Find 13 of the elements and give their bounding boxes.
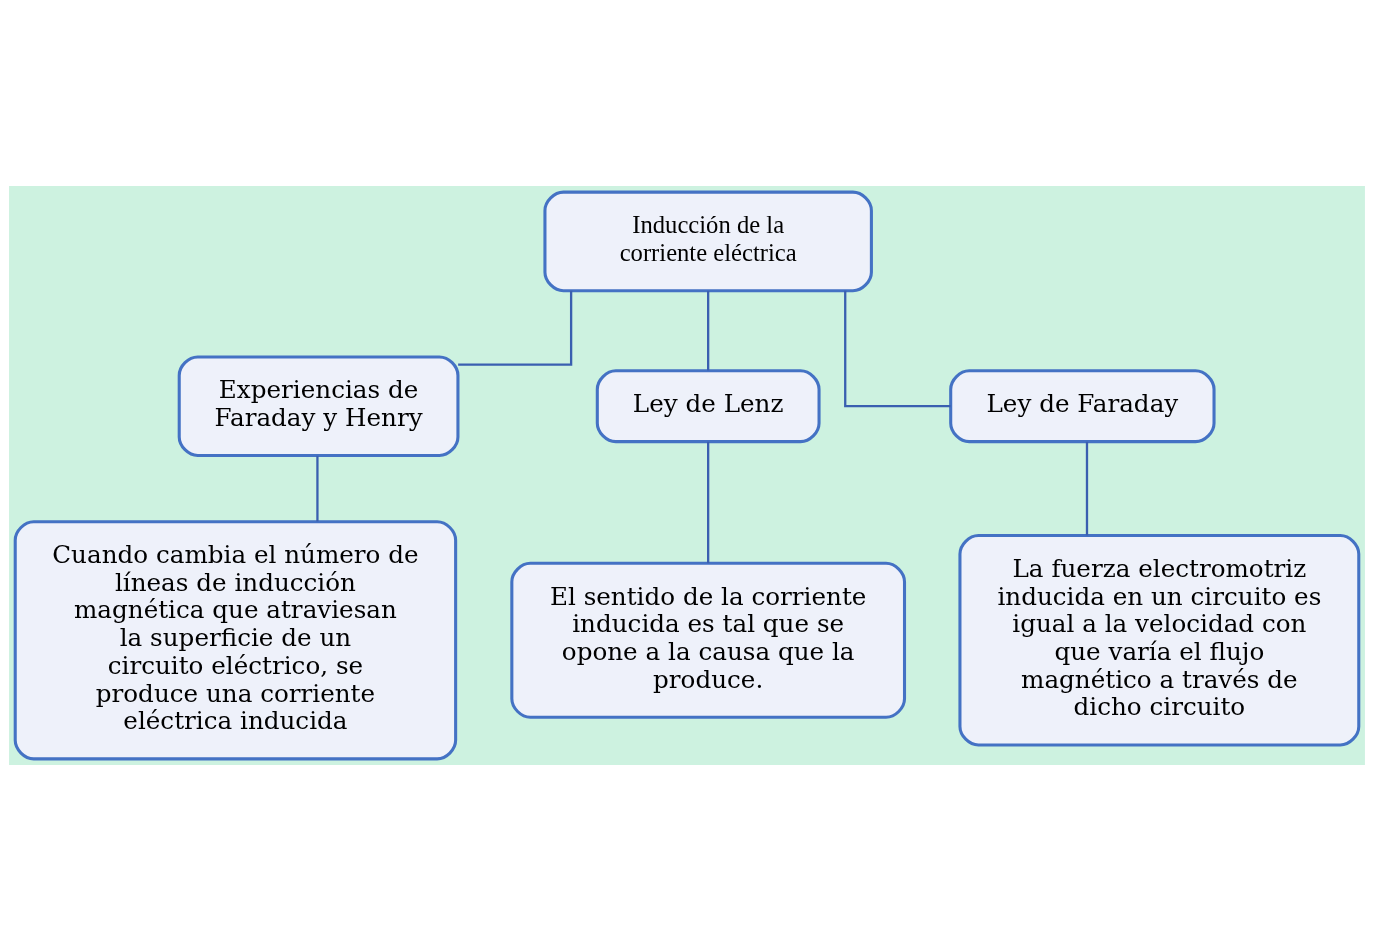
node-box: Ley de Faraday [949, 369, 1216, 444]
node-box: El sentido de la corriente inducida es tal que se opone a la causa que la produce. [510, 561, 907, 719]
connector [844, 290, 951, 408]
node-box: Experiencias de Faraday y Henry [177, 355, 460, 458]
node-box: Cuando cambia el número de líneas de inducción magnética que atraviesan la superficie de un circuito eléctrico, se produce una corriente eléctrica inducida [13, 520, 458, 761]
connector [316, 455, 319, 522]
node-box: Inducción de la corriente eléctrica [543, 190, 873, 293]
connector [707, 290, 710, 371]
node-box: Ley de Lenz [595, 369, 821, 444]
node-box: La fuerza electromotriz inducida en un circuito es igual a la velocidad con que varía el flujo magnético a través de dicho circuito [958, 534, 1361, 747]
connector [458, 290, 573, 366]
connector [707, 441, 710, 564]
connector [1085, 441, 1089, 536]
